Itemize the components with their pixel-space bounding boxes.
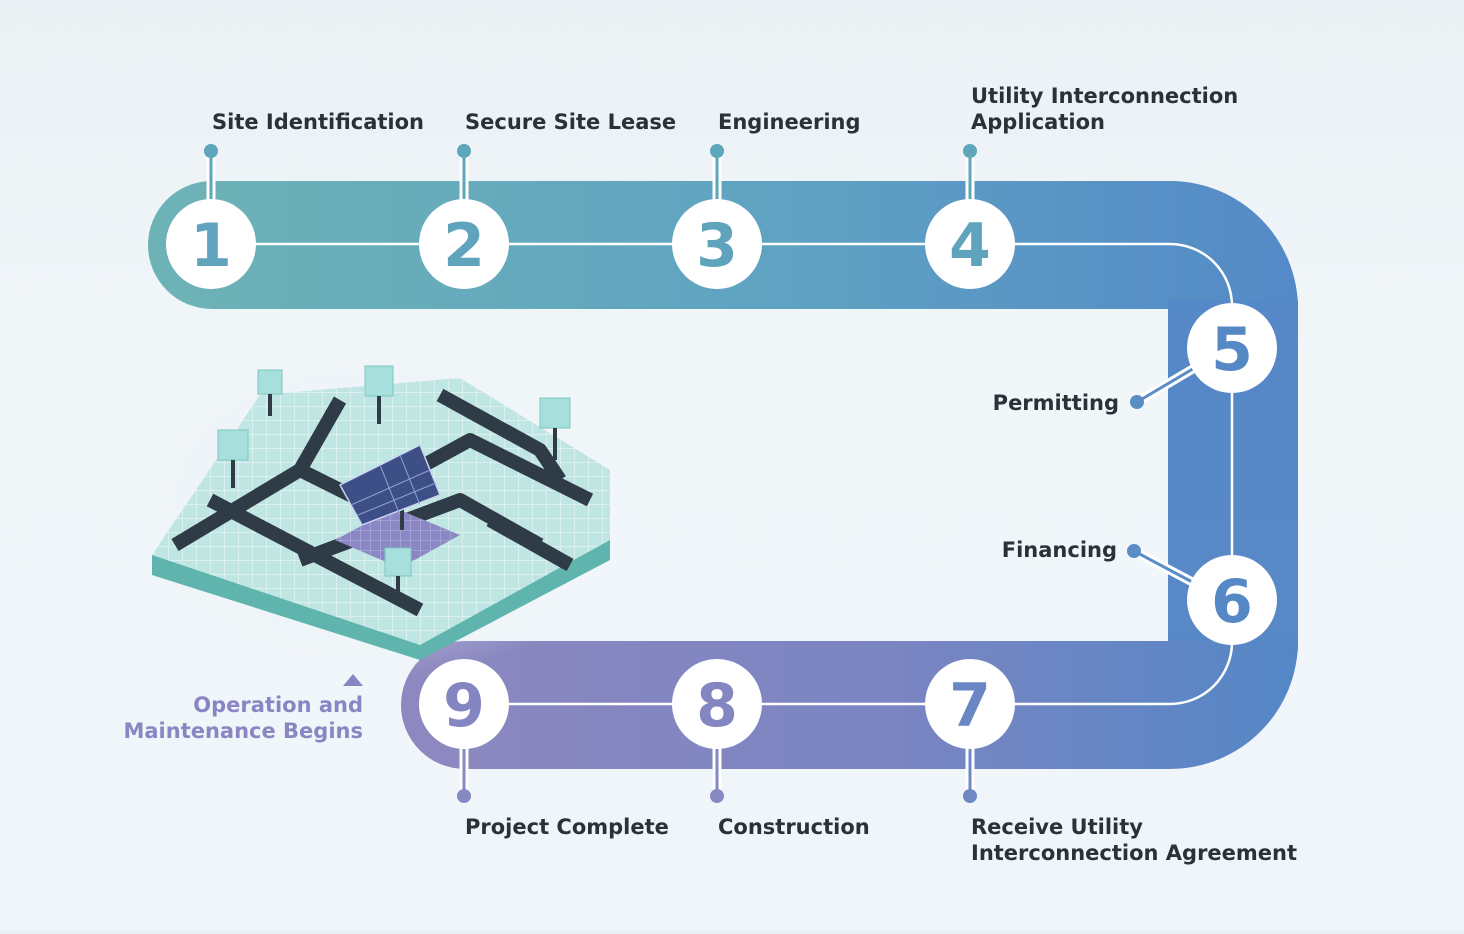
step-label-6: Financing xyxy=(1001,538,1117,562)
step-label-7: Receive Utility Interconnection Agreemen… xyxy=(971,815,1298,865)
step-label-8: Construction xyxy=(718,815,870,839)
step-number-9: 9 xyxy=(443,671,485,741)
step-marker-dot-1 xyxy=(204,144,218,158)
step-marker-dot-5 xyxy=(1130,395,1144,409)
step-circle-1: 1 xyxy=(166,199,256,289)
step-circle-9: 9 xyxy=(419,659,509,749)
step-number-2: 2 xyxy=(443,211,485,281)
step-number-4: 4 xyxy=(949,211,991,281)
step-marker-dot-2 xyxy=(457,144,471,158)
step-label-3: Engineering xyxy=(718,110,861,134)
step-number-8: 8 xyxy=(696,671,738,741)
step-number-7: 7 xyxy=(949,671,991,741)
step-label-2: Secure Site Lease xyxy=(465,110,677,134)
step-circle-2: 2 xyxy=(419,199,509,289)
step-number-5: 5 xyxy=(1211,315,1253,385)
step-marker-dot-6 xyxy=(1127,544,1141,558)
step-marker-dot-9 xyxy=(457,789,471,803)
solar-site-illustration xyxy=(100,320,640,680)
step-label-4: Utility Interconnection Application xyxy=(971,84,1239,134)
step-label-9: Project Complete xyxy=(465,815,669,839)
step-circle-6: 6 xyxy=(1187,555,1277,645)
track-guide-line xyxy=(211,242,1234,706)
step-circle-7: 7 xyxy=(925,659,1015,749)
step-number-3: 3 xyxy=(696,211,738,281)
step-circle-3: 3 xyxy=(672,199,762,289)
step-label-5: Permitting xyxy=(992,391,1119,415)
step-number-1: 1 xyxy=(190,211,232,281)
step-circle-5: 5 xyxy=(1187,303,1277,393)
step-circle-8: 8 xyxy=(672,659,762,749)
step-marker-dot-3 xyxy=(710,144,724,158)
final-stage-marker xyxy=(343,674,363,686)
final-stage-label: Operation and Maintenance Begins xyxy=(123,693,363,743)
step-number-6: 6 xyxy=(1211,567,1253,637)
step-marker-dot-4 xyxy=(963,144,977,158)
step-marker-dot-8 xyxy=(710,789,724,803)
step-marker-dot-7 xyxy=(963,789,977,803)
step-label-1: Site Identification xyxy=(212,110,424,134)
step-circle-4: 4 xyxy=(925,199,1015,289)
